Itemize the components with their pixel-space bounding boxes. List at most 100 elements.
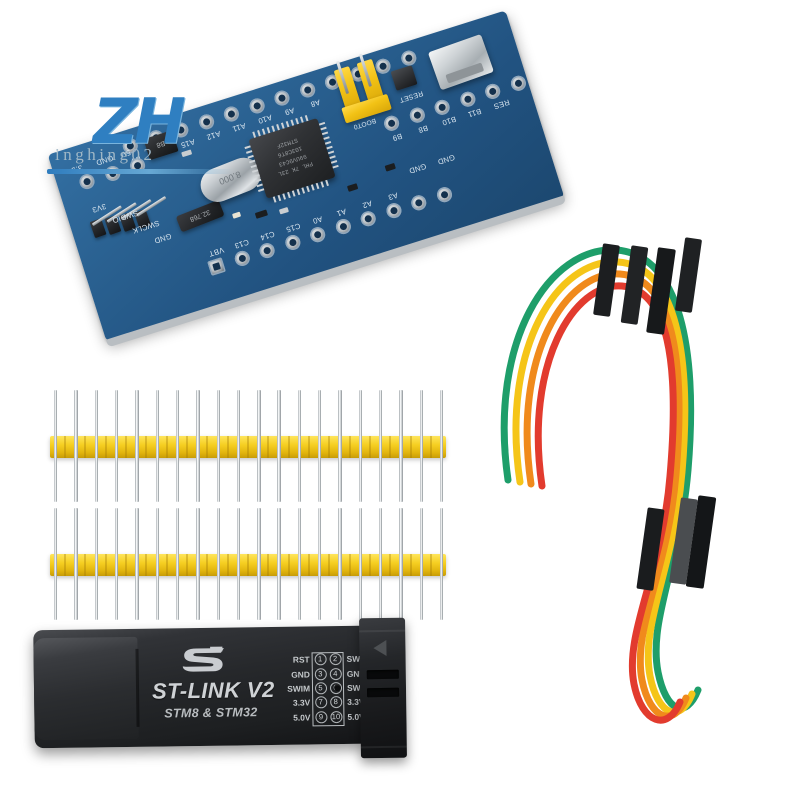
header-pin — [419, 390, 424, 502]
stm32-board-pcb: B4 B3 A15 A12 A11 A10 A9 A8 B9 B8 B10 B1… — [47, 10, 567, 348]
st-logo-icon — [179, 646, 225, 675]
header-notch — [84, 554, 87, 576]
header-pin — [419, 508, 424, 620]
header-pin — [216, 508, 220, 620]
header-pin — [440, 508, 444, 620]
stlink-subtitle-label: STM8 & STM32 — [164, 705, 258, 721]
header-plastic-body — [50, 554, 446, 576]
header-notch — [368, 554, 371, 576]
header-notch — [409, 436, 412, 458]
stlink-model-label: ST-LINK V2 — [151, 676, 275, 704]
jumper-wire-bundle — [500, 237, 717, 724]
header-notch — [328, 554, 331, 576]
pin-number: 10 — [329, 710, 343, 723]
header-notch — [328, 436, 331, 458]
status-led — [333, 684, 342, 692]
pin1-triangle-icon — [373, 639, 387, 657]
header-notch — [247, 436, 249, 458]
pin-number: 2 — [329, 653, 342, 666]
header-pin — [135, 390, 139, 502]
pin-header-strip-bottom — [50, 508, 446, 628]
header-pin — [358, 390, 363, 502]
header-notch — [409, 554, 412, 576]
header-notch — [125, 436, 128, 458]
header-notch — [307, 436, 310, 458]
pin-label-left: SWIM — [287, 683, 311, 694]
header-pin — [318, 390, 322, 502]
header-notch — [429, 554, 432, 576]
dupont-connector — [636, 507, 665, 591]
stlink-10pin-connector[interactable] — [359, 617, 407, 759]
connector-slot — [367, 687, 400, 698]
header-pin — [54, 390, 58, 502]
pin-label-left: RST — [292, 654, 310, 665]
pin-label-left: GND — [291, 669, 310, 680]
pin-number: 3 — [314, 667, 327, 680]
header-notch — [389, 554, 392, 576]
header-notch — [104, 554, 107, 576]
pin-header-strip-top — [50, 390, 446, 510]
header-notch — [165, 436, 168, 458]
dupont-connector — [620, 245, 649, 325]
st-link-v2-programmer: ST-LINK V2 STM8 & STM32 RST 1 2 SWDIO GN… — [33, 617, 424, 759]
pin-label-left: 5.0V — [293, 712, 311, 723]
header-notch — [64, 554, 67, 576]
header-notch — [125, 554, 128, 576]
header-pin — [399, 390, 403, 502]
header-notch — [104, 436, 107, 458]
dupont-connector — [685, 495, 717, 589]
header-pin — [399, 508, 403, 620]
header-pin — [338, 508, 342, 620]
header-notch — [348, 554, 351, 576]
header-pin — [155, 508, 159, 620]
header-pin — [297, 508, 302, 620]
header-notch — [226, 436, 229, 458]
header-pin — [440, 390, 444, 502]
header-notch — [287, 436, 290, 458]
wire-yellow — [512, 258, 696, 716]
header-pin — [155, 390, 159, 502]
header-notch — [368, 436, 371, 458]
header-pin — [175, 508, 180, 620]
header-pin — [318, 508, 322, 620]
regulator-marking: B8 — [155, 139, 166, 149]
pin-label-left: 3.3V — [292, 697, 311, 709]
header-pin — [94, 390, 99, 502]
header-pin — [74, 508, 78, 620]
header-notch — [145, 554, 148, 576]
header-pin — [277, 390, 281, 502]
header-pin — [74, 390, 78, 502]
pin-number: 1 — [314, 653, 327, 666]
header-pin — [297, 390, 302, 502]
wire-connectors-upper — [593, 237, 702, 335]
dupont-connector — [593, 243, 620, 317]
pin-number: 4 — [329, 667, 342, 680]
header-pin — [54, 508, 58, 620]
wire-green — [500, 246, 702, 712]
header-pin — [175, 390, 180, 502]
header-notch — [226, 554, 229, 576]
wire-connectors-lower — [636, 495, 717, 591]
pin-number: 7 — [314, 696, 327, 709]
header-pin — [135, 508, 139, 620]
dupont-connector — [646, 247, 676, 335]
header-notch — [307, 554, 310, 576]
wire-red — [534, 282, 684, 724]
header-pin — [379, 390, 383, 502]
header-pin — [236, 508, 241, 620]
header-notch — [429, 436, 432, 458]
stlink-body: ST-LINK V2 STM8 & STM32 RST 1 2 SWDIO GN… — [33, 625, 378, 749]
wire-orange — [523, 270, 690, 720]
header-pin — [358, 508, 363, 620]
header-notch — [206, 436, 209, 458]
header-pin — [114, 390, 119, 502]
header-notch — [84, 436, 87, 458]
pin-number: 9 — [314, 710, 328, 724]
dupont-connector — [669, 497, 698, 585]
header-notch — [247, 554, 249, 576]
header-pin — [196, 390, 200, 502]
header-notch — [145, 436, 148, 458]
header-pin — [257, 390, 261, 502]
header-notch — [267, 554, 270, 576]
